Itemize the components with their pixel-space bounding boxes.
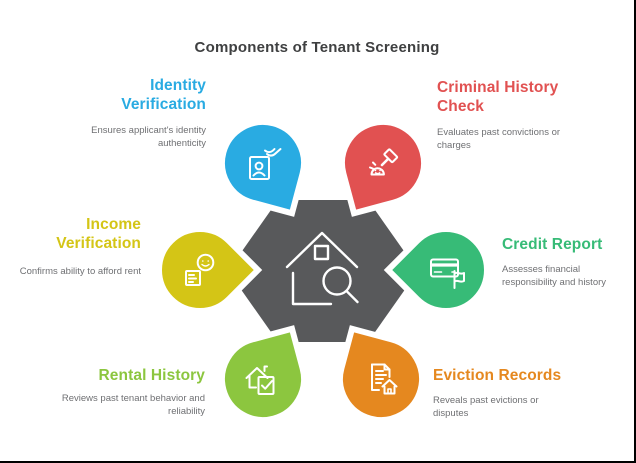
eviction-records-text: Eviction Records Reveals past evictions …	[433, 366, 563, 420]
node-eviction-records	[327, 325, 435, 433]
identity-verification-desc: Ensures applicant's identity authenticit…	[91, 125, 206, 149]
document-house-icon	[358, 356, 404, 402]
hexagon-shape	[228, 200, 418, 342]
page-title: Components of Tenant Screening	[194, 39, 440, 56]
node-income-verification	[137, 207, 263, 333]
rental-history-label: Rental History	[98, 367, 205, 384]
criminal-history-check-text: Criminal History Check Evaluates past co…	[437, 78, 582, 152]
income-verification-label: Income Verification	[56, 216, 141, 252]
income-verification-text: Income Verification Confirms ability to …	[1, 215, 141, 278]
node-rental-history	[209, 325, 317, 433]
eviction-records-label: Eviction Records	[433, 367, 562, 384]
eviction-records-desc: Reveals past evictions or disputes	[433, 395, 539, 419]
rental-history-desc: Reviews past tenant behavior and reliabi…	[61, 393, 205, 417]
rental-history-text: Rental History Reviews past tenant behav…	[60, 366, 205, 418]
credit-report-label: Credit Report	[502, 236, 603, 253]
gavel-icon	[360, 140, 406, 186]
credit-card-flag-icon	[423, 247, 469, 293]
criminal-history-check-desc: Evaluates past convictions or charges	[437, 127, 561, 151]
criminal-history-check-label: Criminal History Check	[437, 79, 559, 115]
id-card-hand-icon	[240, 140, 286, 186]
income-verification-desc: Confirms ability to afford rent	[19, 266, 141, 277]
identity-verification-text: Identity Verification Ensures applicant'…	[56, 76, 206, 150]
house-magnifier-icon	[285, 231, 359, 306]
node-identity-verification	[209, 109, 317, 217]
node-credit-report	[383, 207, 509, 333]
identity-verification-label: Identity Verification	[121, 77, 206, 113]
house-check-icon	[240, 356, 286, 402]
credit-report-desc: Assesses financial responsibility and hi…	[502, 264, 607, 288]
credit-report-text: Credit Report Assesses financial respons…	[502, 235, 632, 289]
pay-stub-smiley-icon	[177, 247, 223, 293]
node-criminal-history-check	[329, 109, 437, 217]
